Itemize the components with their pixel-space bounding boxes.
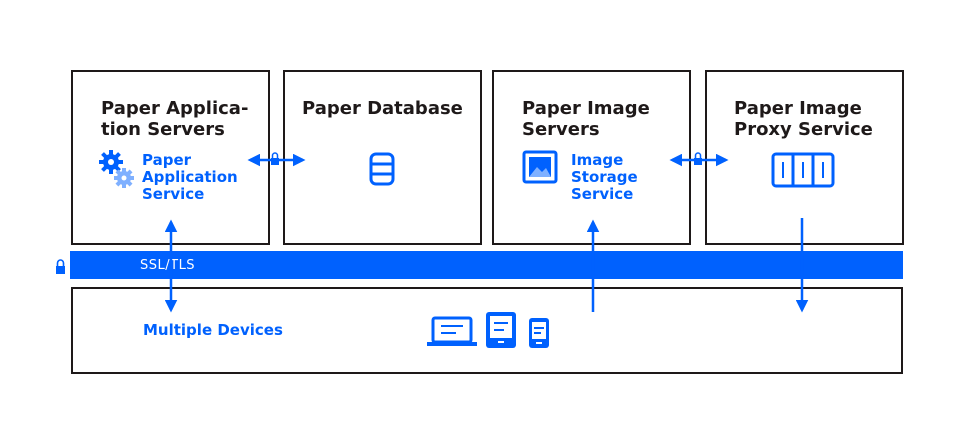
- phone-icon: [529, 318, 549, 348]
- app-service-label: Paper Application Service: [142, 152, 238, 203]
- app-service-line2: Application: [142, 168, 238, 186]
- proxy-service-box: [705, 70, 904, 245]
- app-servers-title-line2: tion Servers: [101, 119, 225, 140]
- image-servers-title-line1: Paper Image: [522, 98, 650, 119]
- app-service-line1: Paper: [142, 151, 192, 169]
- image-proxy-lock-icon: [694, 152, 702, 165]
- database-title: Paper Database: [302, 98, 463, 119]
- database-box: [283, 70, 482, 245]
- image-servers-title-line2: Servers: [522, 119, 600, 140]
- app-service-line3: Service: [142, 185, 205, 203]
- ssl-tls-band: [70, 251, 903, 279]
- image-servers-title: Paper Image Servers: [522, 98, 650, 140]
- band-lock-icon: [56, 259, 65, 274]
- image-storage-line1: Image: [571, 151, 624, 169]
- gears-icon: [99, 150, 134, 188]
- image-storage-label: Image Storage Service: [571, 152, 638, 203]
- app-db-lock-icon: [271, 152, 279, 165]
- proxy-service-title-line2: Proxy Service: [734, 119, 873, 140]
- app-servers-title: Paper Applica- tion Servers: [101, 98, 248, 140]
- laptop-icon: [427, 316, 477, 346]
- tablet-icon: [486, 312, 516, 348]
- devices-label: Multiple Devices: [143, 321, 283, 339]
- database-icon: [369, 152, 395, 186]
- app-servers-title-line1: Paper Applica-: [101, 98, 249, 119]
- image-icon: [522, 150, 558, 184]
- proxy-server-icon: [771, 152, 835, 188]
- proxy-service-title-line1: Paper Image: [734, 98, 862, 119]
- image-storage-line3: Service: [571, 185, 634, 203]
- image-storage-line2: Storage: [571, 168, 638, 186]
- proxy-service-title: Paper Image Proxy Service: [734, 98, 873, 140]
